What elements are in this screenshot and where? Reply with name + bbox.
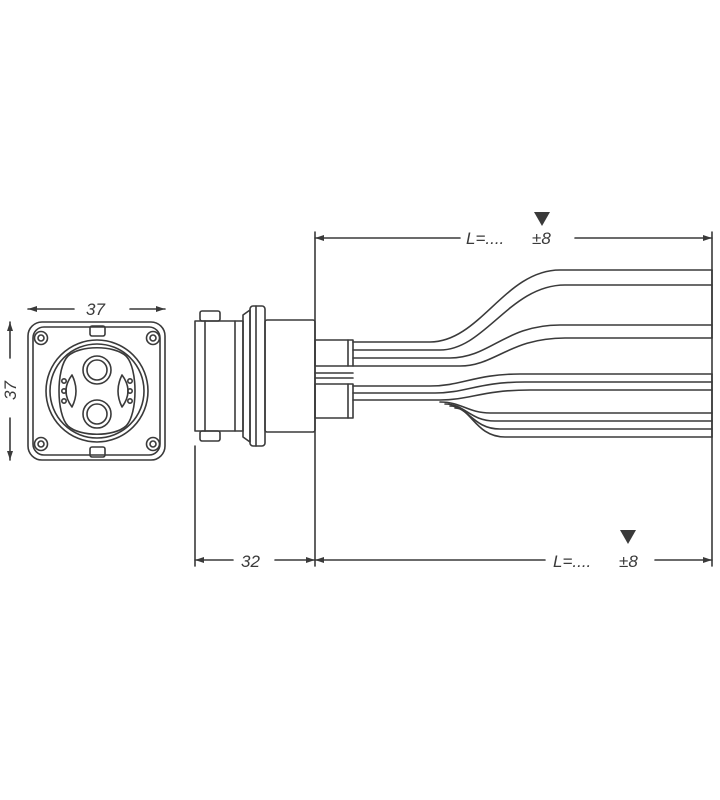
height-label: 37 xyxy=(1,381,20,400)
power-pin-icon xyxy=(82,355,112,429)
side-top-latch xyxy=(199,310,221,322)
rear-body xyxy=(264,319,316,433)
receptacle-outer xyxy=(45,339,149,443)
signal-cables xyxy=(352,373,713,438)
receptacle-inner xyxy=(49,343,145,439)
lower-length-label: L=.... xyxy=(553,552,591,571)
bottom-latch xyxy=(89,446,106,458)
width-label: 37 xyxy=(86,300,105,319)
triangle-marker-icon xyxy=(620,530,636,544)
flange-outline xyxy=(27,321,166,461)
front-view xyxy=(7,306,166,461)
triangle-marker-icon xyxy=(534,212,550,226)
side-bottom-latch xyxy=(199,430,221,442)
side-flange xyxy=(249,305,266,447)
receptacle-insert xyxy=(58,347,136,435)
upper-tolerance-label: ±8 xyxy=(532,229,551,248)
depth-label: 32 xyxy=(241,552,260,571)
signal-pin-icon xyxy=(60,374,134,408)
mounting-hole-icon xyxy=(33,330,161,452)
power-cables xyxy=(352,269,713,367)
top-latch xyxy=(89,325,106,337)
side-view xyxy=(194,231,713,567)
upper-length-label: L=.... xyxy=(466,229,504,248)
flange-inner xyxy=(32,326,161,456)
lower-tolerance-label: ±8 xyxy=(619,552,638,571)
